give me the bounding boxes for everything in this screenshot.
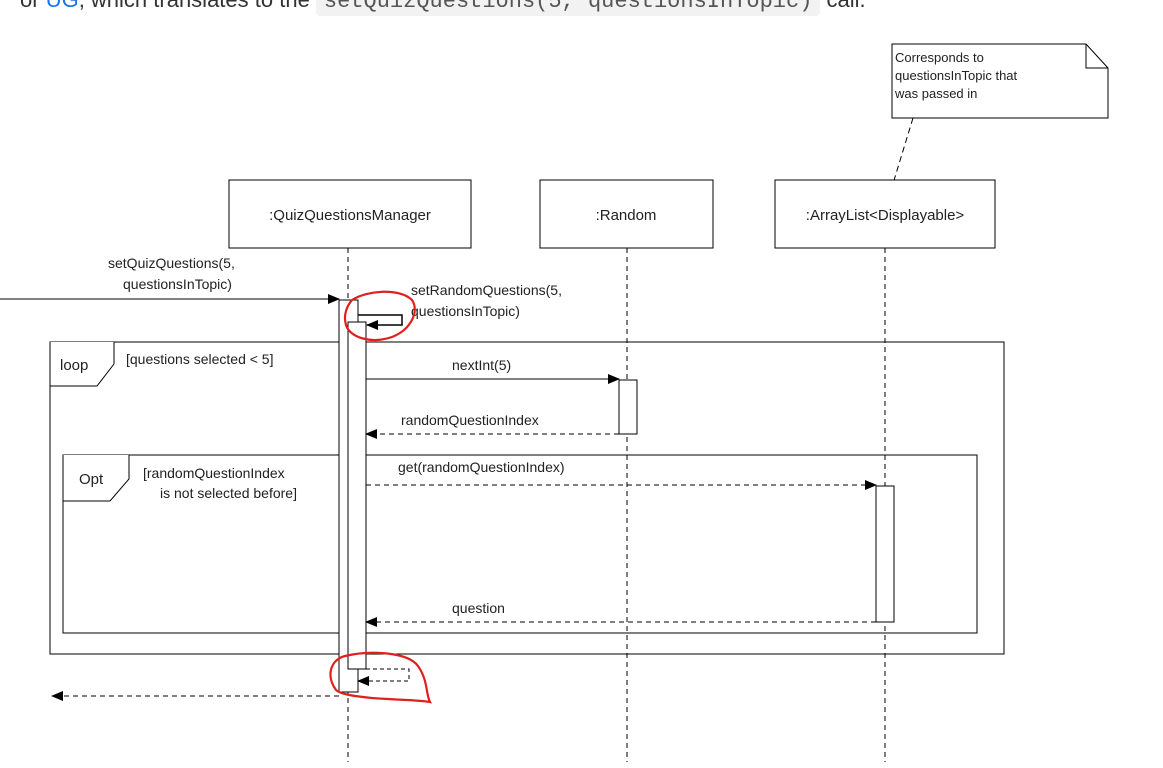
label-random-question-index: randomQuestionIndex xyxy=(401,412,539,428)
lifeline-head-random xyxy=(539,179,714,249)
note: Corresponds to questionsInTopic that was… xyxy=(887,43,1109,201)
loop-label: loop xyxy=(60,357,88,374)
arrow-set-random-questions xyxy=(358,314,403,330)
note-fold xyxy=(1085,44,1108,69)
lifeline-label-quiz-questions-manager: :QuizQuestionsManager xyxy=(269,207,431,224)
inline-code: setQuizQuestions(5, questionsInTopic) xyxy=(315,0,821,16)
activation-bar-manager-inner xyxy=(347,321,367,670)
header-middle: , which translates to the xyxy=(79,0,316,12)
arrow-self-return xyxy=(357,668,410,686)
loop-guard: [questions selected < 5] xyxy=(126,351,274,367)
annotation-circle-bottom xyxy=(329,651,433,704)
lifeline-head-quiz-questions-manager xyxy=(228,179,472,249)
header-sentence: or UG, which translates to the setQuizQu… xyxy=(20,0,866,16)
loop-tag xyxy=(49,342,115,387)
message-self-return xyxy=(357,668,410,686)
header-suffix: call. xyxy=(820,0,866,12)
message-random-question-index: randomQuestionIndex xyxy=(365,412,619,439)
note-line-1: Corresponds to xyxy=(895,50,984,65)
loop-frame xyxy=(49,341,1005,655)
lifeline-arraylist: :ArrayList<Displayable> xyxy=(774,179,996,762)
message-next-int: nextInt(5) xyxy=(366,357,620,384)
note-box xyxy=(891,43,1109,119)
ug-link[interactable]: UG xyxy=(46,0,79,12)
loop-fragment: loop [questions selected < 5] xyxy=(49,341,1005,655)
opt-frame xyxy=(62,454,978,634)
label-set-random-questions-1: setRandomQuestions(5, xyxy=(411,282,562,298)
note-line-3: was passed in xyxy=(894,86,977,101)
opt-fragment: Opt [randomQuestionIndex is not selected… xyxy=(62,454,978,634)
lifeline-label-arraylist: :ArrayList<Displayable> xyxy=(806,207,965,224)
opt-guard-line-1: [randomQuestionIndex xyxy=(143,465,285,481)
activation-bar-arraylist xyxy=(875,485,895,623)
label-set-quiz-questions-2: questionsInTopic) xyxy=(123,276,232,292)
message-question: question xyxy=(365,600,876,627)
lifeline-quiz-questions-manager: :QuizQuestionsManager xyxy=(228,179,472,762)
message-set-quiz-questions: setQuizQuestions(5, questionsInTopic) xyxy=(0,255,340,304)
label-get: get(randomQuestionIndex) xyxy=(398,459,565,475)
label-question: question xyxy=(452,600,505,616)
opt-tag xyxy=(62,455,130,502)
lifeline-random: :Random xyxy=(539,179,714,762)
opt-guard-line-2: is not selected before] xyxy=(160,485,297,501)
activation-bar-random xyxy=(618,379,638,435)
message-get: get(randomQuestionIndex) xyxy=(366,459,877,490)
lifeline-label-random: :Random xyxy=(596,207,657,224)
annotation-circle-top xyxy=(343,290,416,342)
message-set-random-questions: setRandomQuestions(5, questionsInTopic) xyxy=(358,282,562,330)
label-set-random-questions-2: questionsInTopic) xyxy=(411,303,520,319)
opt-label: Opt xyxy=(79,471,104,488)
note-line-2: questionsInTopic that xyxy=(895,68,1018,83)
label-next-int: nextInt(5) xyxy=(452,357,511,373)
label-set-quiz-questions-1: setQuizQuestions(5, xyxy=(108,255,235,271)
header-prefix: or xyxy=(20,0,46,12)
